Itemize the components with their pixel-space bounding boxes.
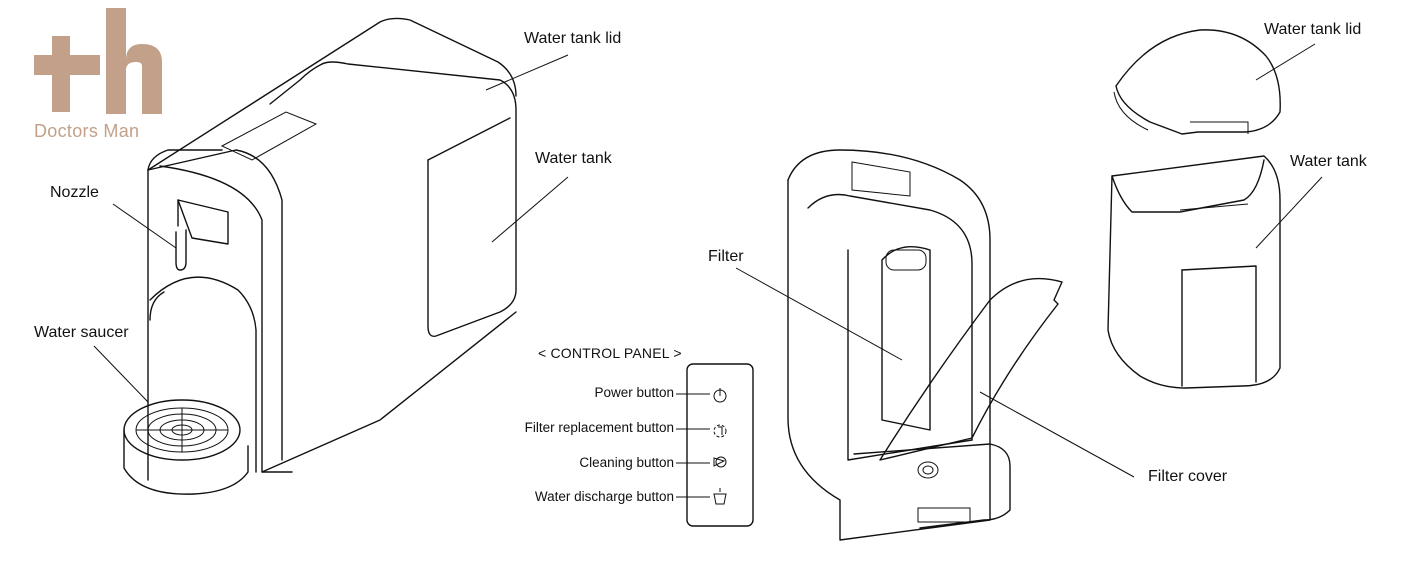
label-filter-cover: Filter cover xyxy=(1148,468,1228,485)
cp-label-filter-replacement: Filter replacement button xyxy=(524,420,674,435)
cp-label-water-discharge: Water discharge button xyxy=(534,489,674,504)
water-tank-separate xyxy=(1107,155,1281,389)
label-filter: Filter xyxy=(708,248,744,265)
purifier-opened xyxy=(787,149,1063,541)
label-water-tank-lid-right: Water tank lid xyxy=(1264,21,1362,38)
label-water-tank-left: Water tank xyxy=(535,150,612,167)
cp-label-power: Power button xyxy=(594,385,674,400)
cp-label-cleaning: Cleaning button xyxy=(579,455,674,470)
control-panel-box xyxy=(686,363,754,527)
label-water-tank-lid-left: Water tank lid xyxy=(524,30,622,47)
label-water-tank-right: Water tank xyxy=(1290,153,1367,170)
brand-name: Doctors Man xyxy=(34,121,140,141)
filter-replacement-icon xyxy=(713,424,727,438)
brand-logo xyxy=(34,8,162,114)
water-discharge-icon xyxy=(713,488,727,505)
purifier-assembled xyxy=(123,17,517,495)
label-water-saucer: Water saucer xyxy=(34,324,129,341)
tank-lid-separate xyxy=(1113,29,1281,135)
power-icon xyxy=(713,388,727,403)
cleaning-icon xyxy=(713,456,727,468)
control-panel-title: < CONTROL PANEL > xyxy=(538,345,682,361)
label-nozzle: Nozzle xyxy=(50,184,99,201)
